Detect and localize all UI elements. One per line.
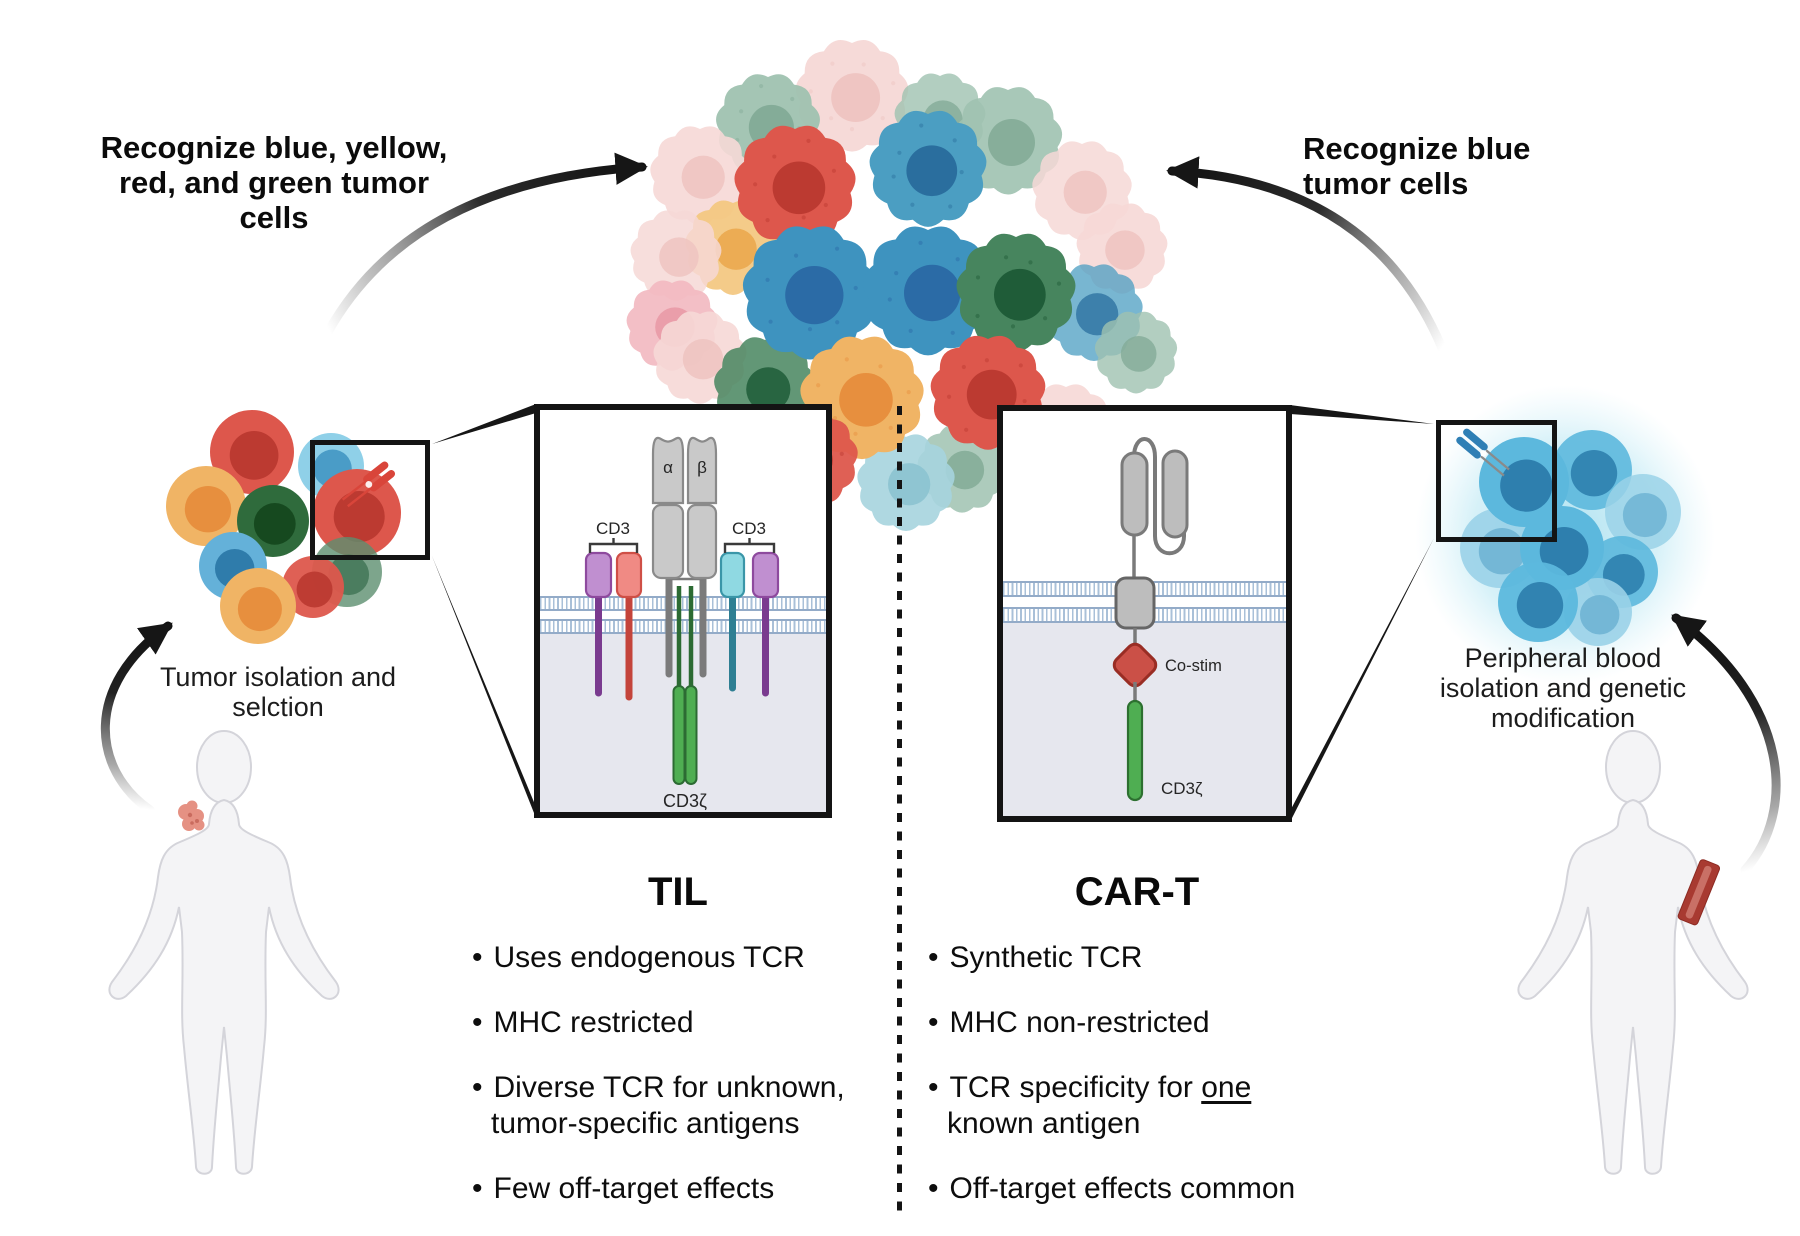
til-zoom-source-box	[310, 440, 430, 560]
cart-bullet-1: • Synthetic TCR	[928, 940, 1398, 976]
cart-bullet-4: • Off-target effects common	[928, 1171, 1398, 1207]
label-line-2: tumor cells	[1303, 166, 1469, 202]
costim-label: Co-stim	[1165, 657, 1222, 675]
bullet-icon: •	[472, 1172, 483, 1205]
til-heading: TIL	[648, 870, 708, 914]
patient-body-left	[108, 730, 340, 1175]
bullet-icon: •	[472, 941, 483, 974]
caption-line-2: isolation and genetic	[1439, 673, 1687, 704]
caption-line-2: selction	[232, 692, 324, 723]
label-line-1: Recognize blue	[1303, 131, 1531, 166]
arrow-body-to-right-cluster	[1671, 613, 1781, 875]
cart-heading: CAR-T	[1074, 870, 1200, 914]
cell-membrane	[540, 596, 826, 634]
til-bullet-2: • MHC restricted	[472, 1005, 912, 1041]
label-line-1: Recognize blue, yellow,	[100, 130, 448, 165]
zoom-connector-lines	[432, 404, 1434, 822]
caption-line-3: modification	[1490, 703, 1636, 734]
tumor-isolation-caption: Tumor isolation and selction	[118, 662, 438, 722]
alpha-chain-label: α	[663, 458, 673, 477]
label-line-2: red, and green tumor cells	[118, 165, 430, 236]
cart-cd3zeta-label: CD3ζ	[1161, 779, 1203, 798]
bullet-text: TCR specificity for	[949, 1071, 1202, 1104]
bullet-text: Off-target effects common	[949, 1172, 1296, 1205]
cart-zoom-source-box	[1436, 420, 1557, 542]
caption-line-1: Tumor isolation and	[159, 662, 397, 692]
car-construct-zoom-box: Co-stim CD3ζ	[997, 405, 1292, 822]
bullet-text-line-2: known antigen	[947, 1107, 1141, 1140]
til-bullet-3: • Diverse TCR for unknown, tumor-specific…	[472, 1070, 912, 1142]
cd3-right-label: CD3	[732, 519, 766, 538]
arrow-cart-to-tumor	[1166, 156, 1447, 353]
column-divider	[897, 406, 902, 1218]
cart-bullet-list: • Synthetic TCR • MHC non-restricted • TCR …	[928, 940, 1398, 1236]
arrow-til-to-tumor	[323, 152, 648, 337]
cd3zeta-label: CD3ζ	[663, 791, 707, 811]
bullet-text: MHC non-restricted	[949, 1006, 1210, 1039]
cd3-left-label: CD3	[596, 519, 630, 538]
modified-tcell-cluster-right	[1460, 430, 1681, 646]
tumor-spot-icon	[178, 800, 205, 831]
bullet-icon: •	[472, 1071, 483, 1104]
cart-bullet-3: • TCR specificity for one known antigen	[928, 1070, 1398, 1142]
bullet-icon: •	[928, 1071, 939, 1104]
bullet-icon: •	[472, 1006, 483, 1039]
bullet-icon: •	[928, 1006, 939, 1039]
beta-chain-label: β	[697, 458, 707, 477]
car-icon	[1456, 428, 1510, 477]
bullet-icon: •	[928, 941, 939, 974]
bullet-text: MHC restricted	[493, 1006, 694, 1039]
til-bullet-4: • Few off-target effects	[472, 1171, 912, 1207]
arrow-body-to-left-cluster	[100, 621, 173, 815]
bullet-text-line-2: tumor-specific antigens	[491, 1107, 800, 1140]
recognize-left-label: Recognize blue, yellow, red, and green t…	[88, 130, 460, 235]
peripheral-blood-caption: Peripheral blood isolation and genetic m…	[1398, 643, 1728, 734]
tcr-complex-diagram: α β CD3 CD3 CD3ζ	[584, 436, 780, 811]
caption-line-1: Peripheral blood	[1464, 643, 1662, 673]
tcr-icon	[341, 461, 396, 508]
patient-body-right	[1517, 730, 1749, 1175]
til-bullet-list: • Uses endogenous TCR • MHC restricted • Di…	[472, 940, 912, 1236]
blood-draw-icon	[1677, 859, 1721, 926]
car-diagram: Co-stim CD3ζ	[1112, 437, 1222, 802]
bullet-icon: •	[928, 1172, 939, 1205]
til-bullet-1: • Uses endogenous TCR	[472, 940, 912, 976]
bullet-text: Few off-target effects	[493, 1172, 775, 1205]
til-tcr-zoom-box: α β CD3 CD3 CD3ζ	[534, 404, 832, 818]
recognize-right-label: Recognize blue tumor cells	[1303, 131, 1603, 201]
cart-bullet-2: • MHC non-restricted	[928, 1005, 1398, 1041]
bullet-text: Uses endogenous TCR	[493, 941, 805, 974]
underlined-word: one	[1201, 1071, 1252, 1104]
bullet-text: Synthetic TCR	[949, 941, 1143, 974]
bullet-text: Diverse TCR for unknown,	[493, 1071, 845, 1104]
